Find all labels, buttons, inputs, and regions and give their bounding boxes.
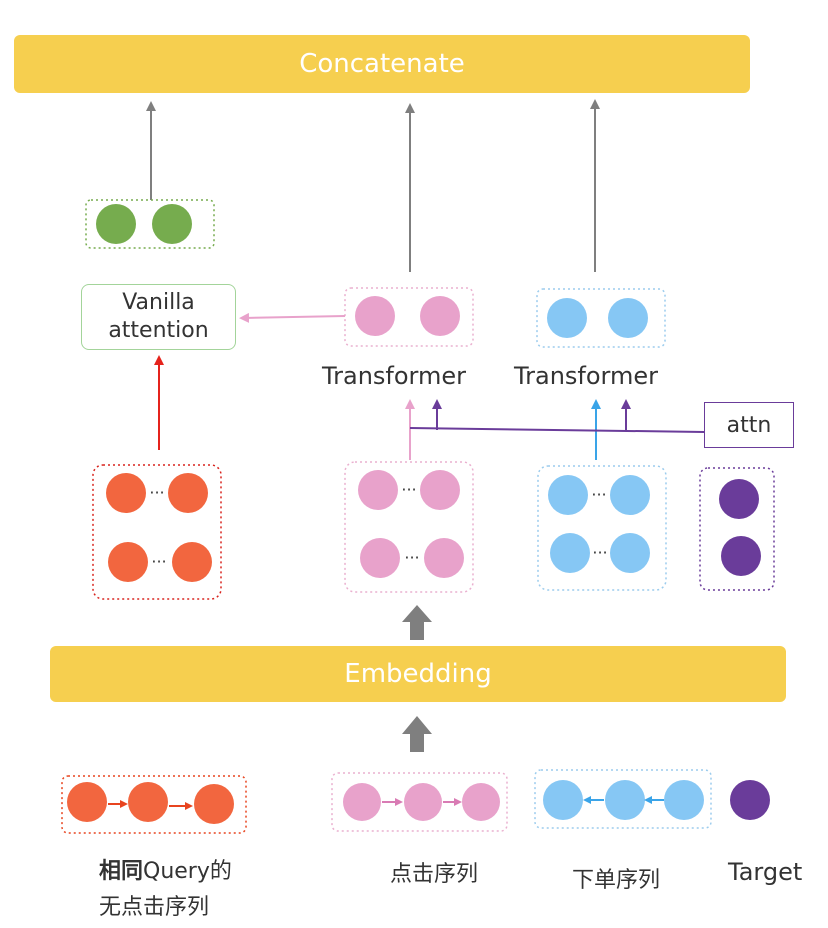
pink-node bbox=[360, 538, 400, 578]
order-sequence-group bbox=[534, 769, 712, 829]
green-output-group bbox=[85, 199, 215, 249]
embedding-block: Embedding bbox=[50, 646, 786, 702]
green-node bbox=[152, 204, 192, 244]
blue-node bbox=[543, 780, 583, 820]
pink-node bbox=[420, 470, 460, 510]
pink-node bbox=[424, 538, 464, 578]
concatenate-block: Concatenate bbox=[14, 35, 750, 93]
blue-node bbox=[610, 533, 650, 573]
transformer-right-label: Transformer bbox=[514, 362, 659, 390]
click-sequence-group bbox=[331, 772, 508, 832]
vanilla-attention-label-line1: Vanilla bbox=[122, 290, 195, 315]
blue-node bbox=[550, 533, 590, 573]
orange-node bbox=[67, 782, 107, 822]
transformer-left-label: Transformer bbox=[322, 362, 467, 390]
ellipsis: ··· bbox=[404, 548, 419, 567]
pink-node bbox=[420, 296, 460, 336]
blue-node bbox=[608, 298, 648, 338]
embedding-output-arrow-icon bbox=[402, 605, 432, 640]
green-node bbox=[96, 204, 136, 244]
ellipsis: ··· bbox=[151, 552, 166, 571]
caption-query-line2: 无点击序列 bbox=[99, 895, 210, 920]
query-sequence-group bbox=[61, 775, 247, 834]
orange-node bbox=[194, 784, 234, 824]
orange-node bbox=[172, 542, 212, 582]
purple-node bbox=[721, 536, 761, 576]
pink-node bbox=[355, 296, 395, 336]
purple-node bbox=[719, 479, 759, 519]
orange-node bbox=[128, 782, 168, 822]
attn-line bbox=[409, 427, 705, 433]
pink-node bbox=[358, 470, 398, 510]
caption-click-sequence: 点击序列 bbox=[390, 862, 479, 887]
ellipsis: ··· bbox=[592, 543, 607, 562]
attn-block: attn bbox=[704, 402, 794, 448]
orange-node bbox=[168, 473, 208, 513]
orange-node bbox=[108, 542, 148, 582]
caption-query-bold: 相同 bbox=[99, 859, 144, 884]
blue-node bbox=[605, 780, 645, 820]
query-embedding-group bbox=[92, 464, 222, 600]
order-embedding-group bbox=[537, 465, 667, 591]
caption-query-rest: Query的 bbox=[143, 859, 232, 884]
caption-order-sequence: 下单序列 bbox=[572, 868, 661, 893]
blue-node bbox=[547, 298, 587, 338]
arrow-tf1-to-vanilla bbox=[239, 312, 346, 323]
ellipsis: ··· bbox=[149, 483, 164, 502]
caption-target: Target bbox=[728, 858, 803, 886]
ellipsis: ··· bbox=[401, 480, 416, 499]
pink-node bbox=[462, 783, 500, 821]
blue-node bbox=[548, 475, 588, 515]
blue-node bbox=[664, 780, 704, 820]
caption-query-sequence: 相同Query的 无点击序列 bbox=[99, 854, 299, 926]
blue-node bbox=[610, 475, 650, 515]
pink-node bbox=[404, 783, 442, 821]
vanilla-attention-label-line2: attention bbox=[108, 318, 209, 343]
vanilla-attention-block: Vanilla attention bbox=[81, 284, 236, 350]
orange-node bbox=[106, 473, 146, 513]
embedding-input-arrow-icon bbox=[402, 716, 432, 752]
pink-node bbox=[343, 783, 381, 821]
ellipsis: ··· bbox=[591, 485, 606, 504]
target-node bbox=[730, 780, 770, 820]
